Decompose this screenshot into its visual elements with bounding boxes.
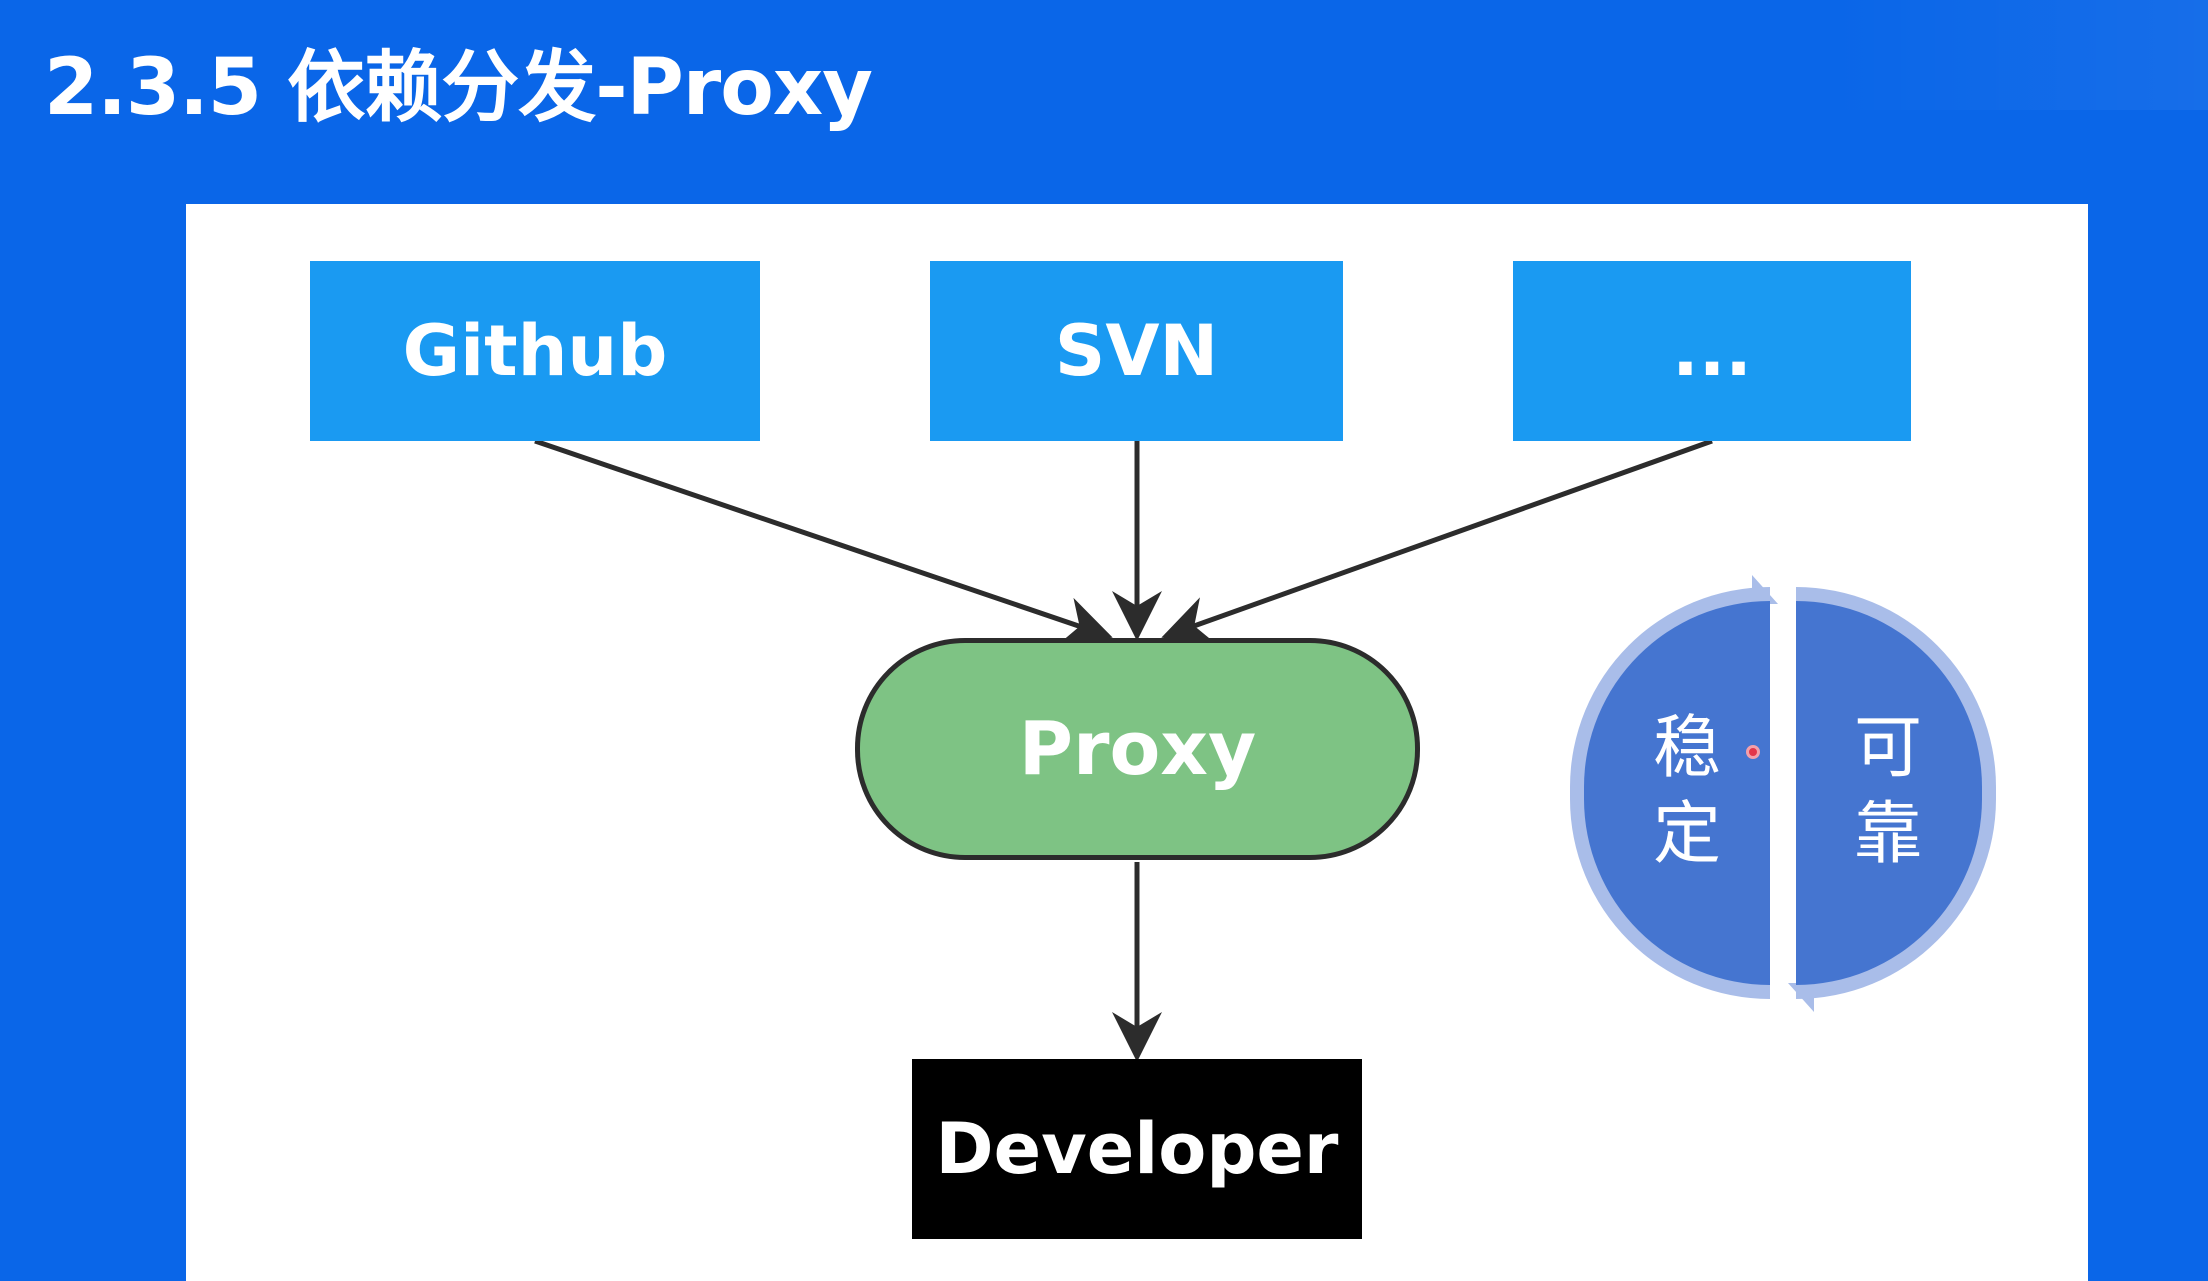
source-github: Github xyxy=(310,261,760,441)
source-svn: SVN xyxy=(930,261,1343,441)
source-more: ... xyxy=(1513,261,1911,441)
title-glow xyxy=(1828,0,2208,110)
developer-node: Developer xyxy=(912,1059,1362,1239)
badge-reliable-label: 可靠 xyxy=(1853,709,1922,874)
slide-title: 2.3.5 依赖分发-Proxy xyxy=(44,43,873,133)
badge-stable-label: 稳定 xyxy=(1652,709,1721,874)
pointer-dot xyxy=(1746,745,1760,759)
proxy-node: Proxy xyxy=(855,638,1420,860)
